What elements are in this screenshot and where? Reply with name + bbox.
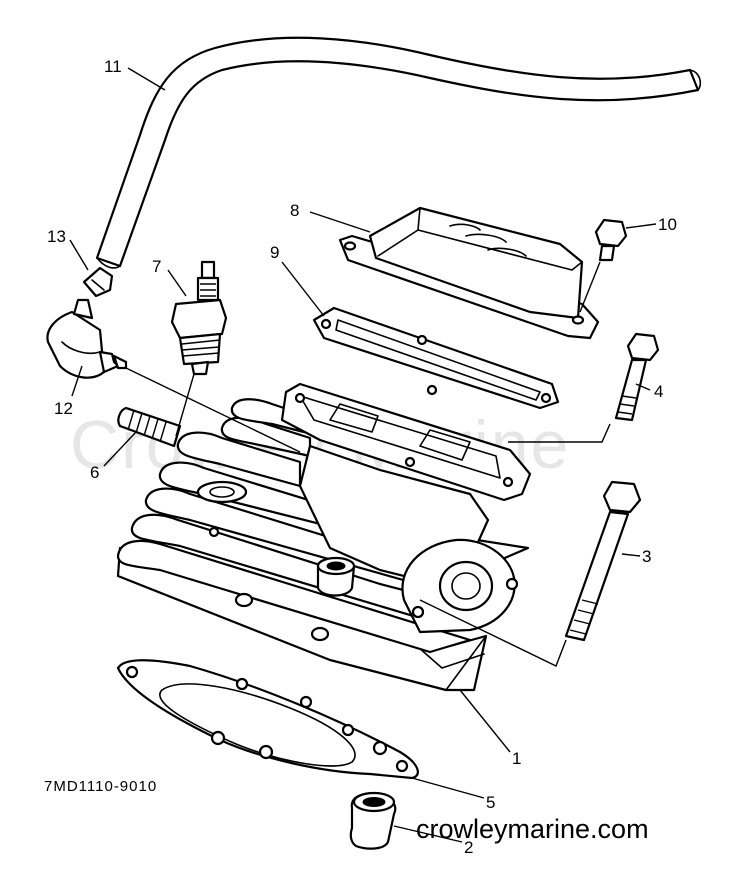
callout-3: 3 <box>642 547 651 566</box>
callout-1: 1 <box>512 749 521 768</box>
callout-7: 7 <box>152 257 161 276</box>
part-12-plug-cap <box>46 298 128 379</box>
callout-2: 2 <box>464 838 473 857</box>
callout-12: 12 <box>54 399 73 418</box>
part-6-stud <box>117 406 182 448</box>
callout-labels: 11 13 7 8 9 10 4 12 6 3 1 5 2 <box>47 57 677 857</box>
part-11-hose <box>95 36 702 269</box>
callout-11: 11 <box>104 57 122 76</box>
callout-6: 6 <box>90 463 99 482</box>
part-8-cover <box>338 206 600 340</box>
site-url: crowleymarine.com <box>416 814 649 844</box>
leader-lines <box>69 67 657 843</box>
callout-10: 10 <box>658 215 677 234</box>
part-7-spark-plug <box>170 260 228 376</box>
callout-13: 13 <box>47 227 66 246</box>
callout-9: 9 <box>270 243 279 262</box>
diagram-code: 7MD1110-9010 <box>44 778 157 795</box>
part-3-long-bolt <box>564 480 642 642</box>
part-4-bolt <box>614 332 660 422</box>
part-9-gasket <box>312 306 560 410</box>
part-10-bolt <box>594 218 628 262</box>
part-1-cylinder-head <box>116 382 532 692</box>
callout-5: 5 <box>486 793 495 812</box>
part-13-clip <box>82 266 114 298</box>
part-2-collar <box>349 791 397 850</box>
callout-8: 8 <box>290 201 299 220</box>
callout-4: 4 <box>654 382 663 401</box>
part-5-head-gasket <box>116 659 419 780</box>
